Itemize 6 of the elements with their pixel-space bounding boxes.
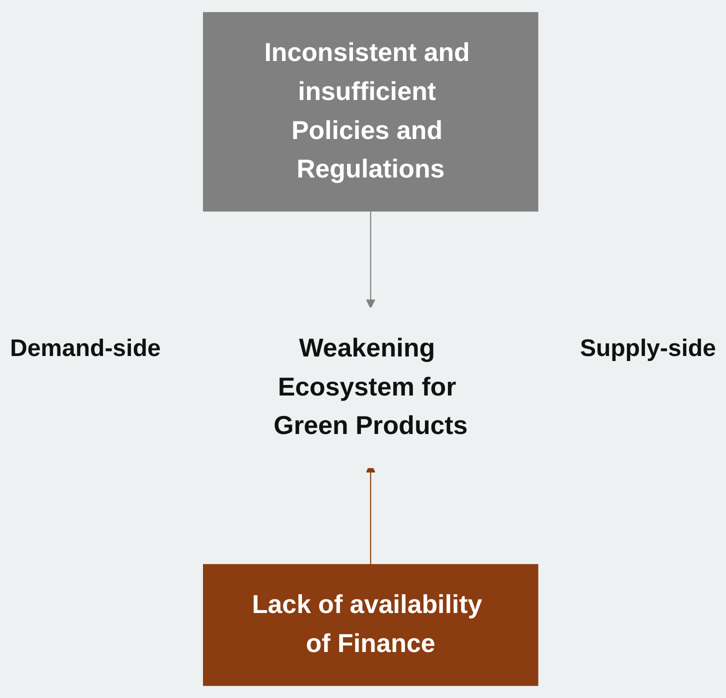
side-label: Supply-side — [578, 335, 717, 363]
node-box: Lack of availability of Finance — [202, 564, 538, 686]
node-text: Weakening Ecosystem for Green Products — [273, 334, 468, 441]
arrow — [366, 211, 376, 308]
node-box: Inconsistent and insufficient Policies and Regulations — [202, 12, 538, 212]
side-label: Demand-side — [9, 335, 162, 363]
